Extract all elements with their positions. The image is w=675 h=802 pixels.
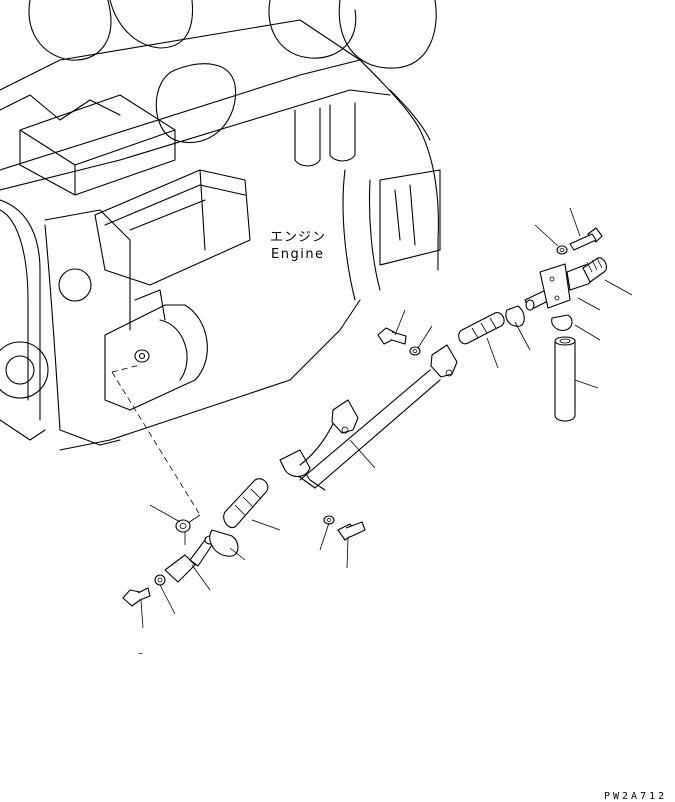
drawing-code: PW2A712 <box>604 791 667 802</box>
washer-upper-left <box>409 346 421 356</box>
elbow-fitting <box>164 554 196 583</box>
washer-lower <box>154 574 166 586</box>
hose-vertical <box>554 339 576 422</box>
engine-label-en: Engine <box>271 247 325 262</box>
bolt-upper-left <box>377 327 395 345</box>
flange-block <box>539 263 571 309</box>
washer-upper <box>175 519 191 533</box>
hose-clamp-right <box>551 314 573 331</box>
bolt-lower-left <box>122 589 141 607</box>
washer-middle <box>323 515 335 525</box>
pipe-clamp-upper <box>430 344 458 378</box>
hose-clamp-upper <box>505 305 525 327</box>
engine-illustration <box>0 0 441 451</box>
pipe-clamp-middle <box>331 399 359 434</box>
washer-upper-right <box>556 245 568 255</box>
assembly-lines <box>111 364 201 545</box>
leader-lines <box>140 207 633 629</box>
lower-left-parts <box>122 344 458 607</box>
hose-upper <box>458 311 505 345</box>
hose-clamp-lower <box>209 529 239 557</box>
pipe-bracket <box>279 449 311 478</box>
hose-lower <box>223 478 269 529</box>
upper-right-parts <box>377 227 607 422</box>
minus-mark: – <box>138 648 143 659</box>
engine-label-jp: エンジン <box>270 230 326 245</box>
